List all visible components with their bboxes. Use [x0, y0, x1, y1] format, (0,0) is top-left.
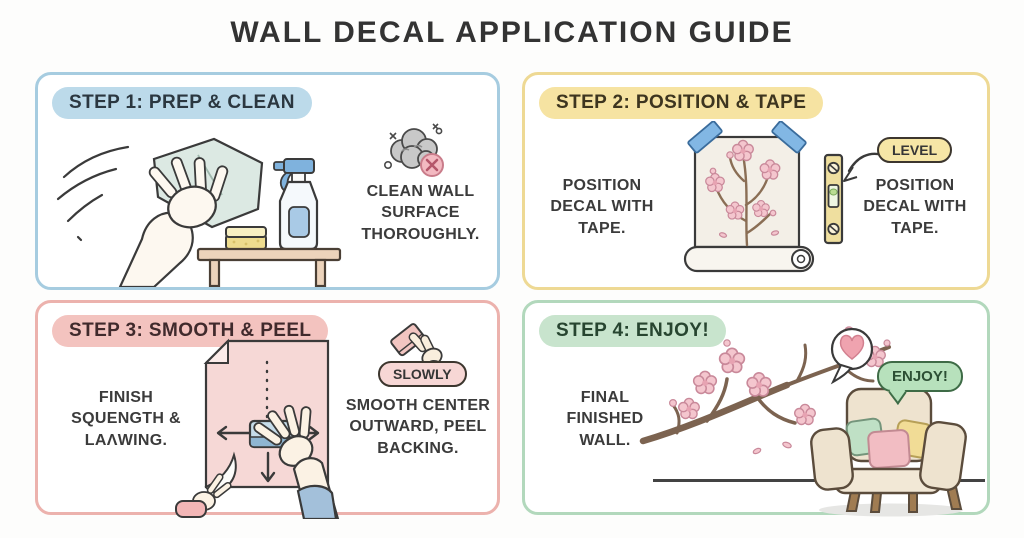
chair-armrest-left [810, 427, 854, 491]
spray-bottle-icon [273, 158, 319, 251]
decal-positioning-illustration [683, 121, 844, 273]
sponge-icon [225, 226, 267, 250]
pillows [845, 417, 933, 469]
dust-cloud-blocked-icon [383, 123, 444, 177]
step2-header: STEP 2: POSITION & TAPE [539, 87, 824, 119]
smoothing-hand-icon [253, 404, 340, 519]
panel-step3: STEP 3: SMOOTH & PEEL FINISH SQUENGTH & … [35, 300, 500, 519]
tape-corner-icon [687, 121, 807, 154]
panel-step2: STEP 2: POSITION & TAPE POSITION DECAL W… [522, 72, 990, 290]
step4-caption-left: FINAL FINISHED WALL. [566, 389, 644, 449]
level-badge: LEVEL [877, 137, 953, 163]
spirit-level-icon [823, 153, 844, 245]
table-icon [196, 247, 342, 287]
step2-caption-left: POSITION DECAL WITH TAPE. [550, 177, 654, 237]
step4-header: STEP 4: ENJOY! [539, 315, 727, 347]
step2-caption-right: POSITION DECAL WITH TAPE. [863, 177, 967, 237]
chair-armrest-right [919, 421, 967, 491]
cleaning-illustration [56, 137, 342, 287]
step3-caption-right: SMOOTH CENTER OUTWARD, PEEL BACKING. [345, 397, 491, 457]
wiping-hand-icon [118, 156, 229, 287]
peeling-hand-icon [175, 473, 232, 518]
enjoy-speech-bubble: ENJOY! [877, 361, 963, 392]
step3-caption-left: FINISH SQUENGTH & LAΛWING. [71, 389, 181, 449]
slowly-badge: SLOWLY [378, 361, 467, 387]
armchair-illustration [810, 387, 967, 517]
panel-step4: STEP 4: ENJOY! FINAL FINISHED WALL. [522, 300, 990, 517]
page-title: WALL DECAL APPLICATION GUIDE [230, 16, 794, 49]
fold-corner-icon [203, 338, 229, 364]
heart-speech-bubble-icon [830, 327, 874, 385]
step1-caption: CLEAN WALL SURFACE THOROUGHLY. [361, 183, 480, 243]
step1-header: STEP 1: PREP & CLEAN [52, 87, 312, 119]
chair-shadow [819, 503, 963, 517]
step3-header: STEP 3: SMOOTH & PEEL [52, 315, 329, 347]
smoothing-peeling-illustration [175, 338, 340, 519]
panel-step1: STEP 1: PREP & CLEAN [35, 72, 500, 290]
motion-lines-icon [56, 145, 130, 242]
chair-legs [845, 486, 963, 513]
paper-roll-icon [683, 245, 815, 273]
